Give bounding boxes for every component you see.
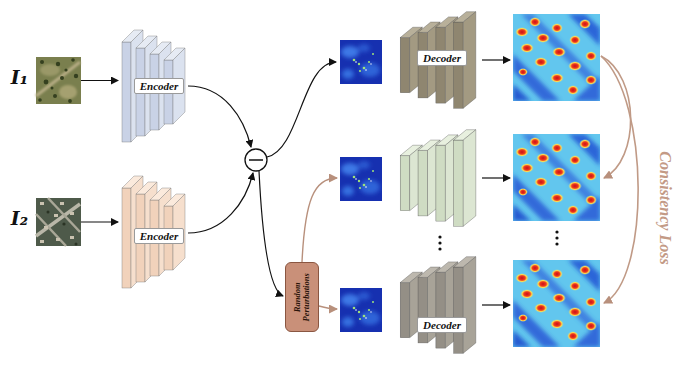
arrow (267, 62, 336, 157)
satellite-image (36, 57, 81, 104)
arrow (259, 171, 283, 296)
loss-label: Consistency Loss (656, 151, 674, 264)
arrow (188, 173, 253, 233)
decoder-stack (400, 130, 476, 227)
feature-map (340, 40, 382, 84)
network-block: Decoder (396, 10, 480, 110)
output-map (513, 260, 600, 347)
output-map (513, 134, 600, 221)
block-label: Encoder (134, 78, 185, 94)
image-label: I₂ (11, 207, 28, 229)
perturbation-box: Random Perturbations (285, 262, 319, 332)
consistency-arrows (601, 56, 638, 303)
subtract-symbol (245, 149, 267, 171)
feature-map (340, 288, 382, 332)
network-block: Encoder (118, 28, 188, 144)
arrow (302, 178, 337, 262)
arrow (482, 304, 510, 305)
arrow (482, 177, 510, 178)
input-image: I₁ (36, 57, 81, 104)
arrow (319, 306, 337, 309)
encoder-stack (122, 176, 185, 288)
block-label: Decoder (417, 50, 467, 66)
connector-arrow (81, 80, 118, 81)
network-block: Decoder (396, 255, 480, 355)
arrow (482, 59, 510, 60)
block-label: Encoder (134, 228, 185, 244)
box-label: Random Perturbations (293, 264, 312, 330)
decoder-stack (400, 257, 476, 354)
ellipsis-dots (438, 230, 558, 250)
output-map (513, 14, 600, 101)
image-label: I₁ (11, 66, 28, 88)
block-label: Decoder (417, 317, 467, 333)
network-block: Encoder (118, 174, 188, 290)
satellite-image (36, 198, 81, 246)
input-image: I₂ (36, 198, 81, 246)
encoder-stack (122, 30, 185, 142)
connector-arrow (81, 221, 118, 222)
arrow (188, 86, 251, 147)
decoder-stack (400, 12, 476, 109)
feature-map (340, 157, 382, 201)
